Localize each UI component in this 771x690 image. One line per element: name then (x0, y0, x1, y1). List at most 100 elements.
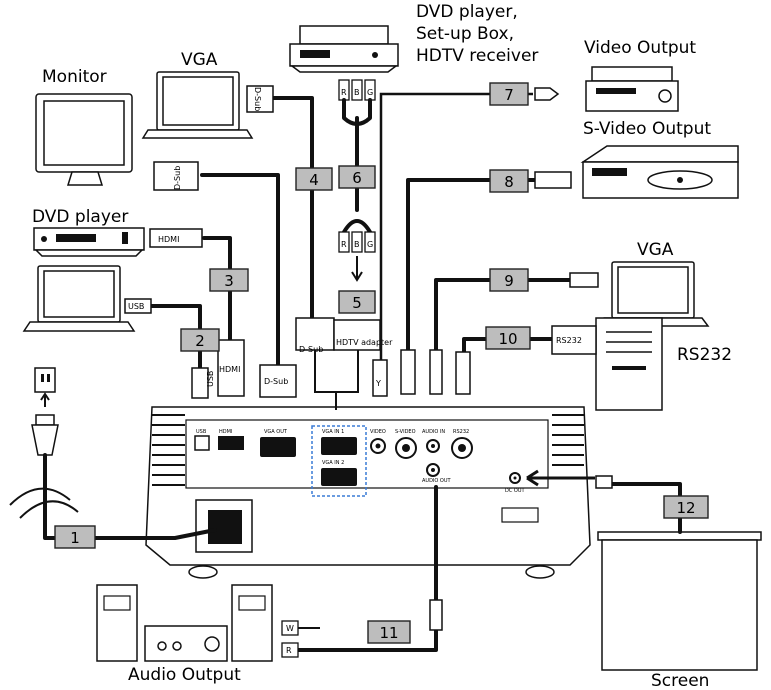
badge-2: 2 (180, 328, 220, 352)
badge-12: 12 (663, 495, 709, 519)
hdmi-plug-projector (217, 339, 245, 397)
svg-text:11: 11 (379, 624, 398, 642)
port-vga-in: VGA IN 1 VGA IN 2 (311, 425, 367, 497)
svg-text:G: G (367, 88, 373, 97)
dsub-plug-vga-out (259, 364, 297, 398)
badge-8: 8 (489, 169, 529, 193)
hdtv-adapter-label: HDTV adapter (336, 338, 393, 347)
badge-9: 9 (489, 268, 529, 292)
dsub-plug-monitor-label: D-Sub (173, 166, 182, 190)
svg-text:6: 6 (352, 169, 362, 187)
dsub-plug-laptop-top (246, 85, 274, 113)
svg-text:3: 3 (224, 272, 234, 290)
usb-plug-laptop (124, 298, 152, 314)
svg-text:VGA OUT: VGA OUT (264, 429, 288, 435)
dc-plug (595, 475, 613, 489)
audio-out-plug (429, 599, 443, 631)
svg-text:2: 2 (195, 332, 205, 350)
laptop-usb (22, 265, 136, 332)
projector (145, 406, 591, 579)
svg-text:VIDEO: VIDEO (370, 429, 386, 435)
dsub-plug-vga-in-label: D-Sub (299, 345, 323, 354)
badge-6: 6 (338, 165, 376, 189)
arrow-to-adapter (351, 256, 363, 282)
pc-tower-rs232 (595, 317, 663, 411)
rgb-top-plugs: R B G (338, 79, 376, 101)
rs232-plug-label: RS232 (556, 336, 582, 345)
svg-text:VGA IN 1: VGA IN 1 (322, 429, 344, 435)
port-vga-out: VGA OUT (260, 429, 296, 457)
label-dvd-player: DVD player (32, 207, 128, 227)
svg-text:R: R (341, 88, 347, 97)
monitor-device (35, 93, 133, 186)
badge-11: 11 (367, 620, 411, 644)
svg-text:RS232: RS232 (453, 429, 469, 435)
port-svideo: S-VIDEO (395, 429, 417, 459)
label-dvd-stb-1: DVD player, (416, 2, 518, 22)
laptop-vga-top (141, 71, 254, 139)
label-svideo-output: S-Video Output (583, 119, 711, 139)
svg-text:VGA IN 2: VGA IN 2 (322, 460, 344, 466)
svg-text:R: R (286, 646, 292, 655)
dsub-plug-vga-out-label: D-Sub (264, 377, 288, 386)
svg-text:5: 5 (352, 294, 362, 312)
port-rs232: RS232 (451, 429, 473, 459)
dvd-player-device (33, 227, 145, 257)
label-video-output: Video Output (584, 38, 696, 58)
svg-text:S-VIDEO: S-VIDEO (395, 429, 416, 435)
dsub-plug-laptop-top-label: D-Sub (253, 87, 262, 111)
rs232-plug-projector (455, 351, 471, 395)
svg-text:12: 12 (676, 499, 695, 517)
usb-plug-label: USB (128, 302, 144, 311)
port-video: VIDEO (370, 429, 386, 454)
svg-text:W: W (286, 624, 294, 633)
svg-text:G: G (367, 240, 373, 249)
badge-10: 10 (485, 326, 531, 350)
video-plug-label: Y (375, 379, 381, 388)
dvd-stb-device (289, 25, 399, 73)
label-vga-right: VGA (637, 240, 674, 260)
wall-socket (31, 367, 59, 456)
label-monitor: Monitor (42, 67, 107, 87)
svg-text:7: 7 (504, 86, 514, 104)
svg-text:10: 10 (498, 330, 517, 348)
svg-text:B: B (354, 240, 360, 249)
arrow-dc-out (526, 469, 595, 487)
svg-text:9: 9 (504, 272, 514, 290)
badge-7: 7 (489, 82, 529, 106)
dsub-plug-monitor (153, 161, 199, 191)
port-audio-in: AUDIO IN (422, 429, 445, 453)
port-usb: USB (194, 429, 210, 451)
svg-text:1: 1 (70, 529, 80, 547)
hdmi-plug-proj-label: HDMI (219, 365, 240, 374)
svg-text:USB: USB (196, 429, 207, 435)
svg-text:DC OUT: DC OUT (505, 488, 526, 494)
svg-text:R: R (341, 240, 347, 249)
svg-text:B: B (354, 88, 360, 97)
label-audio-output: Audio Output (128, 665, 241, 685)
port-audio-out: AUDIO OUT (422, 463, 452, 484)
badge-1: 1 (54, 525, 96, 549)
rgb-bottom-plugs: R B G (338, 231, 376, 253)
audio-in-plug-projector (429, 349, 443, 395)
usb-plug-proj-label: USB (206, 371, 215, 387)
cable-8-line (406, 178, 537, 352)
badge-5: 5 (338, 290, 376, 314)
cable-11-line (288, 485, 438, 652)
power-cord-curve (9, 487, 79, 519)
svg-text:4: 4 (309, 171, 319, 189)
svideo-output-device (580, 145, 739, 199)
cable-6-line (342, 98, 372, 234)
label-dvd-stb-3: HDTV receiver (416, 46, 538, 66)
svg-text:HDMI: HDMI (219, 429, 232, 435)
svideo-plug-vcr (534, 171, 572, 189)
video-output-device (585, 66, 679, 112)
usb-plug-projector (191, 367, 209, 399)
plug-r (281, 642, 299, 658)
svg-text:8: 8 (504, 173, 514, 191)
port-hdmi: HDMI (218, 429, 244, 450)
svg-text:AUDIO OUT: AUDIO OUT (422, 478, 452, 484)
plug-w (281, 620, 299, 636)
